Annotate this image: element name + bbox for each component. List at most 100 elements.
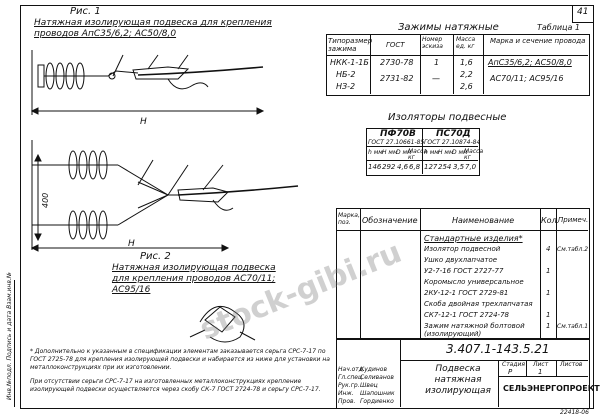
clamps-header-line — [326, 55, 588, 56]
fig2-dim-400: 400 — [41, 193, 50, 208]
clamps-row-1-sketch: — — [432, 74, 440, 83]
sig-role-4: Пров. — [338, 398, 356, 405]
clamps-col-line — [370, 34, 371, 94]
side-stamp-line — [14, 280, 15, 407]
sig-name-0: Кудинов — [360, 366, 387, 373]
insulator-gost-1: ГОСТ 27.10874-84 — [424, 139, 481, 146]
fig2-dim-h: H — [128, 239, 135, 249]
insulator-val-1-1: 254 — [438, 163, 452, 171]
insulator-val-1-2: 3,5 — [453, 163, 465, 171]
note-2: При отсутствии серьги СРС-7-17 на изгото… — [30, 378, 321, 393]
insulator-sub-h-1: h мм — [424, 149, 439, 156]
spec-header-designation: Обозначение — [362, 216, 418, 225]
clamps-table-label: Таблица 1 — [537, 23, 581, 32]
insulator-val-0-2: 4,6 — [397, 163, 409, 171]
spec-row-4-name: Коромысло универсальное — [424, 278, 524, 286]
insulator-val-0-0: 146 — [368, 163, 382, 171]
clamps-table-frame — [326, 34, 590, 96]
stage-header-0: Стадия — [502, 361, 526, 368]
clamps-row-1-wire: АС70/11; АС95/16 — [490, 74, 564, 83]
clamps-row-0-wire: АпС35/6,2; АС50/8,0 — [488, 58, 572, 67]
title-block-line — [400, 360, 588, 361]
fig1-dim-h: H — [140, 117, 147, 127]
insulator-gost-0: ГОСТ 27.10661-85 — [368, 139, 425, 146]
spec-row-9-name: (изолирующий) — [424, 330, 482, 338]
title-block-line — [498, 376, 588, 377]
sig-name-3: Шапошник — [360, 390, 395, 397]
clamps-row-2-size: НЗ-2 — [336, 82, 356, 91]
spec-row-7-name: СК7-12-1 ГОСТ 2724-78 — [424, 311, 509, 319]
clamps-col-line — [420, 34, 421, 94]
sig-name-2: Швец — [360, 382, 378, 389]
insulator-sub-H-0: H мм — [382, 149, 398, 156]
stage-header-1: Лист — [533, 361, 549, 368]
spec-row-8-note: См.табл.1 — [557, 323, 589, 330]
spec-row-3-qty: 1 — [546, 267, 551, 275]
fig2-title: Рис. 2 — [140, 251, 171, 262]
detail-drawing — [189, 305, 256, 343]
spec-header-name: Наименование — [452, 216, 515, 225]
insulators-heading: Изоляторы подвесные — [388, 112, 507, 123]
spec-row-1-name: Изолятор подвесной — [424, 245, 501, 253]
page-number: 41 — [577, 7, 589, 17]
insulator-sub-m-1: Масса кг — [464, 148, 484, 161]
fig1-drawing: H — [30, 50, 265, 127]
spec-col-line — [360, 208, 361, 338]
sig-name-1: Селиванов — [360, 374, 394, 381]
title-block-line — [400, 338, 401, 407]
clamps-row-0-mass: 1,6 — [460, 58, 473, 67]
stage-value-0: Р — [508, 368, 513, 376]
clamps-row-0-size: НКК-1-1Б — [330, 58, 369, 67]
title-block-frame — [336, 338, 590, 409]
sig-role-0: Нач.отд. — [338, 366, 365, 373]
clamps-row-0-gost: 2730-78 — [380, 58, 414, 67]
clamps-row-1-size: НБ-2 — [336, 70, 356, 79]
doc-title: Подвеска натяжная изолирующая — [425, 364, 491, 396]
insulator-extra-0: 6,8 — [409, 163, 421, 171]
note-1: * Дополнительно к указанным в спецификац… — [30, 348, 330, 371]
clamps-row-0-sketch: 1 — [434, 58, 440, 67]
fig2-drawing: 400 H — [30, 140, 299, 252]
page-number-box — [572, 5, 594, 23]
spec-header-note: Примеч. — [558, 216, 589, 224]
insulator-sub-h-0: h мм — [368, 149, 383, 156]
spec-row-0-name: Стандартные изделия* — [424, 234, 523, 243]
spec-table-frame — [336, 208, 590, 340]
spec-row-5-qty: 1 — [546, 289, 551, 297]
doc-number: 3.407.1-143.5.21 — [446, 342, 550, 356]
title-block-line — [556, 360, 557, 376]
clamps-header-2: Номер эскиза — [422, 36, 443, 50]
sheet-frame — [20, 5, 594, 409]
spec-row-7-qty: 1 — [546, 311, 551, 319]
insulator-type-1: ПС70Д — [436, 129, 471, 139]
insulator-sub-H-1: H мм — [438, 149, 454, 156]
insulator-sub-m-0: Масса кг — [408, 148, 428, 161]
clamps-header-0: Типоразмер зажима — [328, 37, 373, 53]
insulators-col-line — [422, 128, 423, 174]
sig-role-2: Рук.гр. — [338, 382, 360, 389]
clamps-header-4: Марка и сечение провода — [490, 37, 586, 45]
spec-row-1-note: См.табл.2 — [557, 246, 589, 253]
spec-header-qty: Кол. — [541, 216, 560, 225]
clamps-row-1-gost: 2731-82 — [380, 74, 414, 83]
spec-row-3-name: У2-7-16 ГОСТ 2727-77 — [424, 267, 504, 275]
spec-row-1-qty: 4 — [546, 245, 551, 253]
clamps-col-line — [453, 34, 454, 94]
spec-row-8-name: Зажим натяжной болтовой — [424, 322, 525, 330]
corner-code: 22418-06 — [560, 409, 589, 416]
insulator-extra-1: 7,0 — [465, 163, 477, 171]
insulator-type-0: ПФ70В — [380, 129, 416, 139]
side-stamp: Инв.№подл. Подпись и дата Взам.инв.№ — [6, 271, 13, 400]
clamps-row-1-mass: 2,2 — [460, 70, 473, 79]
clamps-col-line — [483, 34, 484, 94]
insulators-header-line — [366, 146, 478, 147]
insulator-sub-D-1: D мм — [452, 149, 468, 156]
insulators-table-frame — [366, 128, 480, 176]
insulators-subheader-line — [366, 160, 478, 161]
fig1-title: Рис. 1 — [70, 6, 101, 17]
title-block-line — [498, 360, 499, 407]
clamps-heading: Зажимы натяжные — [398, 22, 499, 33]
insulator-val-1-0: 127 — [424, 163, 438, 171]
sig-role-3: Инж. — [338, 390, 354, 397]
spec-header-pos: Марка, поз. — [338, 212, 360, 226]
